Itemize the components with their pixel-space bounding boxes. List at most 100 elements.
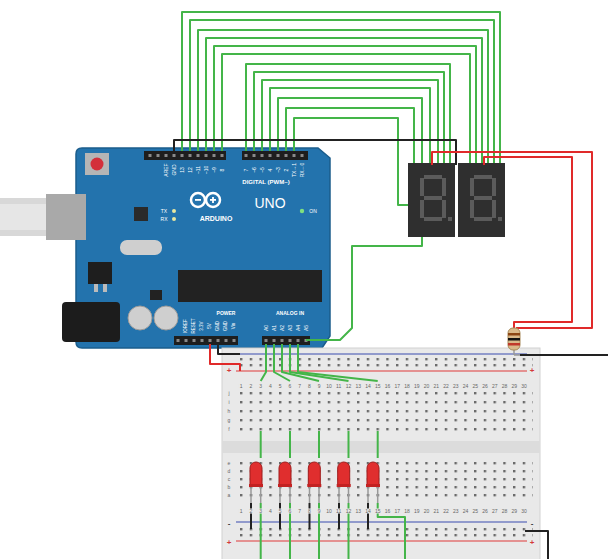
jumper-wire [261,344,405,559]
jumper-wire [286,108,414,163]
column-number: 27 [491,384,499,389]
led-symbol [366,484,380,487]
column-number: 26 [481,509,489,514]
arduino-board [150,290,162,300]
column-number: 24 [462,384,470,389]
ground-wire [174,140,608,559]
led-label: TX [161,209,167,214]
pin-label: TX→1 [292,163,297,177]
row-letter: g [227,418,232,423]
header-heading: POWER [217,311,236,316]
pin-label: RESET [192,318,197,333]
pin-header [174,336,238,345]
column-number: 17 [393,509,401,514]
jumper-wire [378,503,405,559]
column-number: 12 [345,384,353,389]
column-number: 5 [278,384,283,389]
column-number: 17 [393,384,401,389]
column-number: 26 [481,384,489,389]
column-number: 10 [325,384,333,389]
ground-wire [309,503,311,529]
row-letter: c [227,477,232,482]
pin-header [144,151,310,345]
pin-header [262,336,310,345]
usb-connector [0,194,86,240]
rail-sign: - [530,520,535,528]
column-number: 11 [335,384,342,389]
arduino-board [300,209,304,213]
led-symbol [278,484,292,487]
arduino-board [120,240,162,255]
pin-label: A5 [304,325,309,331]
column-number: 16 [384,509,392,514]
arduino-board [154,306,178,330]
column-number: 1 [239,384,244,389]
jumper-wire [298,344,378,381]
pin-label: AREF [164,163,169,176]
column-number: 11 [335,509,342,514]
column-number: 20 [423,509,431,514]
column-number: 18 [403,509,411,514]
pin-label: ~10 [204,166,209,174]
pin-label: A3 [288,325,293,331]
pin-label: 8 [220,169,225,172]
row-letter: h [227,409,232,414]
power-wire [432,152,592,328]
pin-label: ~11 [196,166,201,174]
column-number: 29 [510,509,518,514]
rail-sign: + [226,367,233,375]
breadboard [222,348,540,559]
column-number: 25 [471,509,479,514]
pin-header [262,336,310,345]
breadboard [222,348,540,559]
resistor-symbol [508,343,520,346]
header-heading: ANALOG IN [276,311,304,316]
led-label: ON [309,209,317,214]
pin-label: GND [216,321,221,331]
column-number: 3 [258,384,263,389]
model-text: UNO [254,196,285,210]
led-symbol [249,484,263,487]
jumper-wire [289,431,291,458]
pin-label: A1 [272,325,277,331]
brand-text: ARDUINO [200,215,233,222]
jumper-wire [261,344,266,381]
breadboard [240,528,533,540]
column-number: 25 [471,384,479,389]
column-number: 15 [374,509,382,514]
column-number: 13 [354,384,362,389]
arduino-board [88,262,112,284]
pin-label: 4 [268,169,273,172]
ground-wire [367,503,369,529]
usb-connector [46,194,86,240]
column-number: 16 [384,384,392,389]
jumper-wire [306,237,422,340]
column-number: 7 [297,384,302,389]
column-number: 28 [501,509,509,514]
led-label: RX [161,217,168,222]
column-number: 20 [423,384,431,389]
led-symbol [308,462,320,486]
power-wire [484,157,572,328]
column-number: 7 [297,509,302,514]
column-number: 9 [317,384,322,389]
arduino-board [91,158,104,171]
pin-label: 13 [180,167,185,173]
pin-header [174,336,238,345]
pin-header [144,151,226,160]
seven-segment-display [408,163,455,237]
arduino-board [191,193,205,207]
column-number: 8 [307,384,312,389]
column-number: 28 [501,384,509,389]
column-number: 5 [278,509,283,514]
column-number: 18 [403,384,411,389]
led-symbol [249,462,380,503]
arduino-board [172,217,176,221]
arduino-board [46,194,86,240]
breadboard [240,358,533,370]
led-symbol [337,484,351,487]
led-symbol [338,462,350,486]
resistor-symbol [508,328,520,355]
jumper-wire [206,38,482,163]
